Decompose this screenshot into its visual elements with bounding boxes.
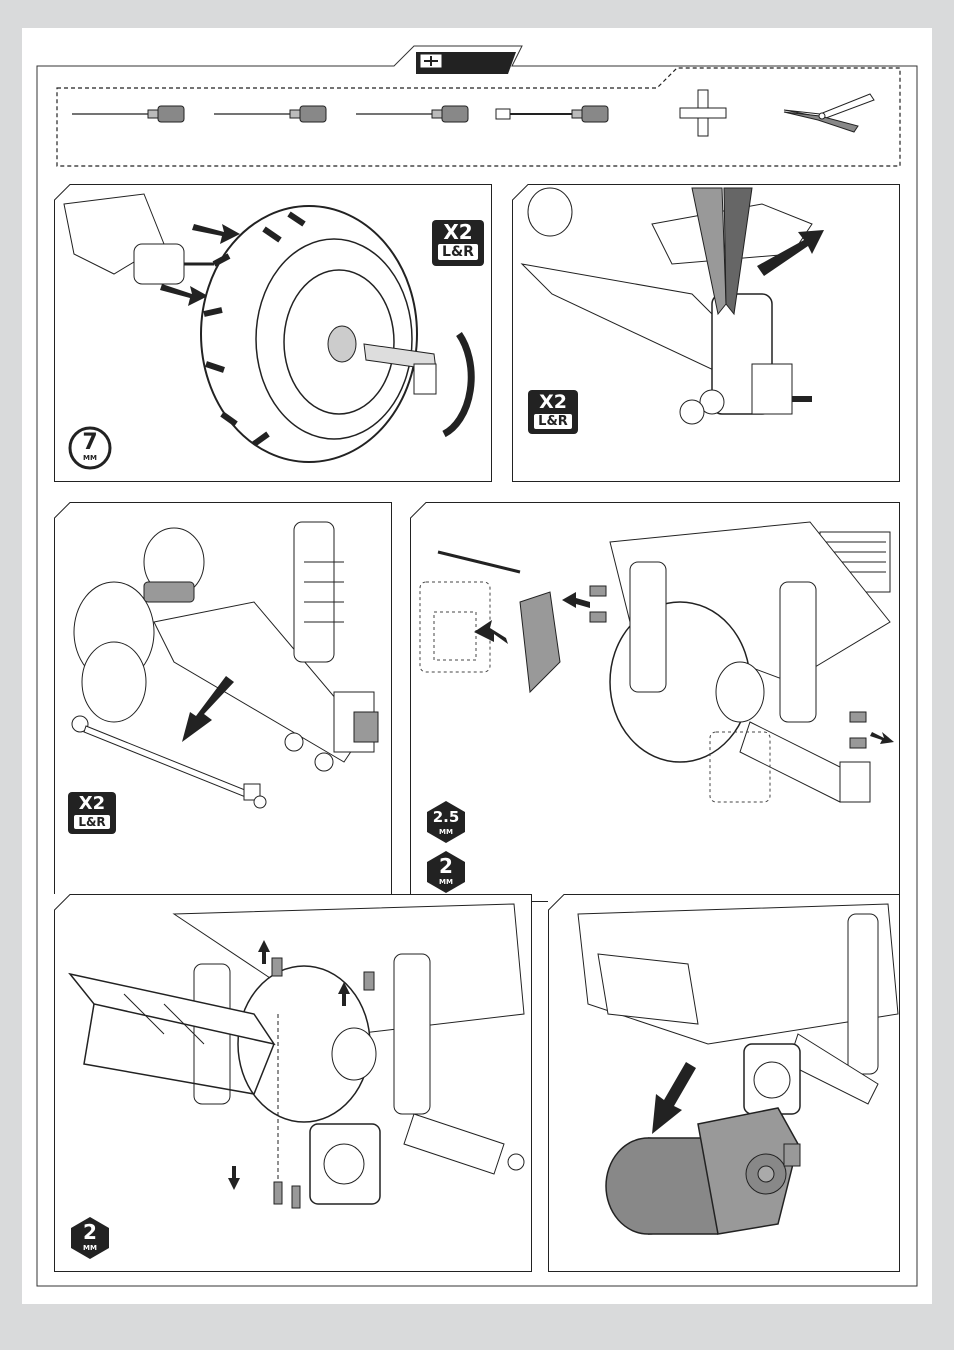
nut-driver-icon: [494, 102, 644, 132]
step-panel-remove-bumper: 2 MM: [54, 894, 532, 1272]
arrow-down-left-icon: [652, 1062, 696, 1134]
x2-label: X2: [68, 792, 116, 815]
rear-suspension-drawing: [74, 522, 378, 771]
lr-label: L&R: [534, 414, 572, 429]
hex-size-value: 2: [424, 854, 468, 878]
small-screwdriver-2-icon: [212, 102, 362, 132]
hub-assembly-drawing: [522, 188, 812, 424]
arrow-right-icon: [160, 284, 208, 306]
lr-label: L&R: [438, 244, 478, 260]
x2-badge: X2 L&R: [432, 220, 484, 266]
arrow-down-icon: [228, 1166, 240, 1190]
small-screwdriver-3-icon: [354, 102, 504, 132]
cross-wrench-icon: [678, 88, 728, 138]
x2-badge: X2 L&R: [528, 390, 578, 434]
step-panel-remove-wheel: X2 L&R 7 MM: [54, 184, 492, 482]
arrow-left-icon: [474, 620, 508, 644]
unit-label: MM: [68, 1244, 112, 1252]
step-panel-remove-driveshaft: X2 L&R: [54, 502, 392, 902]
x2-label: X2: [432, 220, 484, 244]
step-panel-remove-hub-pin: X2 L&R: [512, 184, 900, 482]
lr-label: L&R: [74, 815, 110, 829]
unit-label: MM: [424, 828, 468, 836]
suspension-arm-drawing: [64, 194, 214, 284]
arrow-right-icon: [870, 732, 894, 744]
hex-size-value: 2.5: [424, 808, 468, 826]
hex-7mm-badge: 7 MM: [68, 426, 112, 470]
arrow-left-icon: [562, 592, 590, 608]
hex-size-value: 2: [68, 1220, 112, 1244]
hex-2-5mm-badge: 2.5 MM: [424, 800, 468, 844]
instruction-sheet: X2 L&R 7 MM: [22, 28, 932, 1304]
tool-box-icon: [414, 48, 454, 78]
step-panel-remove-chassis-brace: 2.5 MM 2 MM: [410, 502, 900, 902]
tire-drawing: [201, 206, 417, 462]
chassis-rear-drawing: [610, 522, 890, 802]
motor-gearbox-drawing: [606, 1108, 800, 1234]
hex-2mm-badge: 2 MM: [424, 850, 468, 894]
x2-badge: X2 L&R: [68, 792, 116, 834]
hex-2mm-badge: 2 MM: [68, 1216, 112, 1260]
step-panel-remove-motor-gearbox: [548, 894, 900, 1272]
needle-nose-pliers-icon: [780, 88, 880, 138]
small-screwdriver-1-icon: [70, 102, 220, 132]
hex-size-value: 7: [68, 430, 112, 455]
unit-label: MM: [68, 454, 112, 462]
unit-label: MM: [424, 878, 468, 886]
arrow-down-left-icon: [182, 676, 234, 742]
x2-label: X2: [528, 390, 578, 414]
chassis-underside-drawing: [578, 904, 898, 1114]
arrow-right-icon: [192, 224, 240, 244]
